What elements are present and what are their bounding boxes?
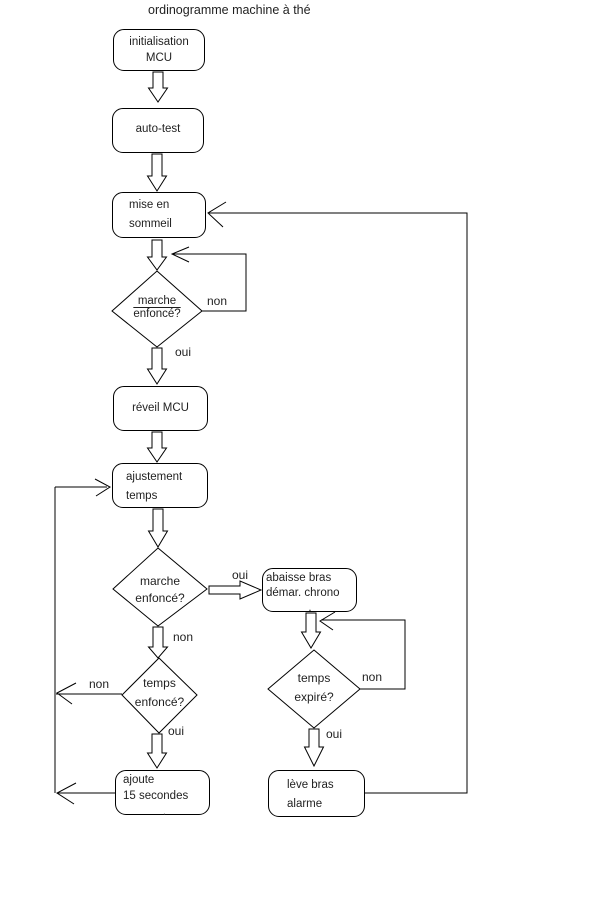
label-line: ajustement <box>126 471 183 483</box>
node-auto-test <box>112 108 204 153</box>
node-abaisse-bras <box>262 568 357 612</box>
connector-leve-to-sommeil <box>209 212 468 794</box>
node-initialisation-mcu <box>113 29 205 71</box>
block-arrow-expire-to-leve <box>303 728 325 768</box>
label-line: . <box>162 806 167 818</box>
block-arrow-marche1-to-reveil <box>146 347 168 385</box>
label-line: enfoncé? <box>135 591 185 605</box>
arrowhead-marche1-loop <box>170 246 190 263</box>
diamond-marche-enfonce-1 <box>111 270 203 348</box>
label-line: réveil MCU <box>132 402 189 414</box>
node-ajoute-15-secondes <box>115 770 210 815</box>
branch-label-oui-expire: oui <box>326 727 343 741</box>
label-line: temps <box>126 489 158 502</box>
block-arrow-temps-to-ajoute <box>146 733 168 769</box>
arrowhead-temps-non <box>56 682 77 705</box>
block-arrow-reveil-to-ajustement <box>146 431 168 463</box>
arrowhead-ajoute-out <box>56 782 77 805</box>
label-initialisation-mcu: initialisation MCU <box>113 34 205 66</box>
branch-label-oui-marche2: oui <box>232 568 249 582</box>
label-line: ajoute <box>123 774 155 786</box>
label-marche-enfonce-1: marche enfoncé? <box>112 295 202 321</box>
connector-expire-non-loop <box>321 619 406 690</box>
label-reveil-mcu: réveil MCU <box>113 400 208 416</box>
label-line: temps <box>297 671 331 685</box>
diamond-marche-enfonce-2 <box>112 547 208 627</box>
label-ajustement-temps: ajustement temps <box>126 468 182 505</box>
branch-label-non-temps: non <box>89 677 110 691</box>
node-ajustement-temps <box>112 463 208 508</box>
node-mise-en-sommeil <box>112 192 206 238</box>
block-arrow-ajustement-to-marche2 <box>147 508 169 548</box>
node-reveil-mcu <box>113 386 208 431</box>
branch-label-non-marche1: non <box>207 294 228 308</box>
label-line: mise en <box>129 199 170 211</box>
block-arrow-abaisse-to-expire <box>300 612 322 649</box>
block-arrow-init-to-autotest <box>147 71 169 103</box>
label-line: initialisation <box>129 36 189 48</box>
label-line: sommeil <box>129 217 172 230</box>
connector-marche1-non-loop <box>173 253 247 312</box>
block-arrow-sommeil-to-marche1 <box>146 239 168 271</box>
arrowhead-into-sommeil <box>207 201 227 228</box>
label-leve-bras-alarme: lève bras alarme <box>287 776 334 813</box>
label-marche-enfonce-2: marche enfoncé? <box>113 573 207 607</box>
block-arrow-marche2-to-temps <box>147 626 169 659</box>
label-ajoute-15-secondes: ajoute 15 secondes . <box>123 772 206 820</box>
label-mise-en-sommeil: mise en sommeil <box>129 196 172 233</box>
label-auto-test: auto-test <box>112 121 204 137</box>
label-line: temps <box>143 676 176 690</box>
label-abaisse-bras: abaisse bras démar. chrono . <box>266 571 354 616</box>
label-line: expiré? <box>294 689 334 704</box>
label-line: enfoncé? <box>134 694 185 709</box>
label-line: alarme <box>287 797 323 810</box>
label-line: . <box>308 602 312 614</box>
label-temps-expire: temps expiré? <box>268 669 360 706</box>
label-line: marche <box>137 295 177 307</box>
diagram-title: ordinogramme machine à thé <box>148 3 311 17</box>
branch-label-oui-marche1: oui <box>175 345 192 359</box>
label-line: auto-test <box>135 123 181 135</box>
label-temps-enfonce: temps enfoncé? <box>121 674 198 711</box>
label-line: abaisse bras <box>266 572 332 584</box>
diamond-temps-enfonce <box>121 657 198 734</box>
arrowhead-into-ajustement <box>94 478 111 497</box>
block-arrow-autotest-to-sommeil <box>146 153 168 192</box>
branch-label-non-expire: non <box>362 670 383 684</box>
label-line: marche <box>139 574 180 588</box>
label-line: lève bras <box>287 779 334 791</box>
node-leve-bras-alarme <box>268 770 365 817</box>
branch-label-oui-temps: oui <box>168 724 185 738</box>
block-arrow-marche2-to-abaisse <box>208 580 263 600</box>
diamond-temps-expire <box>267 649 361 729</box>
label-line: 15 secondes <box>123 790 189 802</box>
arrowhead-expire-loop <box>319 611 336 631</box>
label-line: enfoncé? <box>133 308 181 320</box>
label-line: démar. chrono <box>266 587 340 599</box>
branch-label-non-marche2: non <box>173 630 194 644</box>
label-line: MCU <box>145 52 173 64</box>
